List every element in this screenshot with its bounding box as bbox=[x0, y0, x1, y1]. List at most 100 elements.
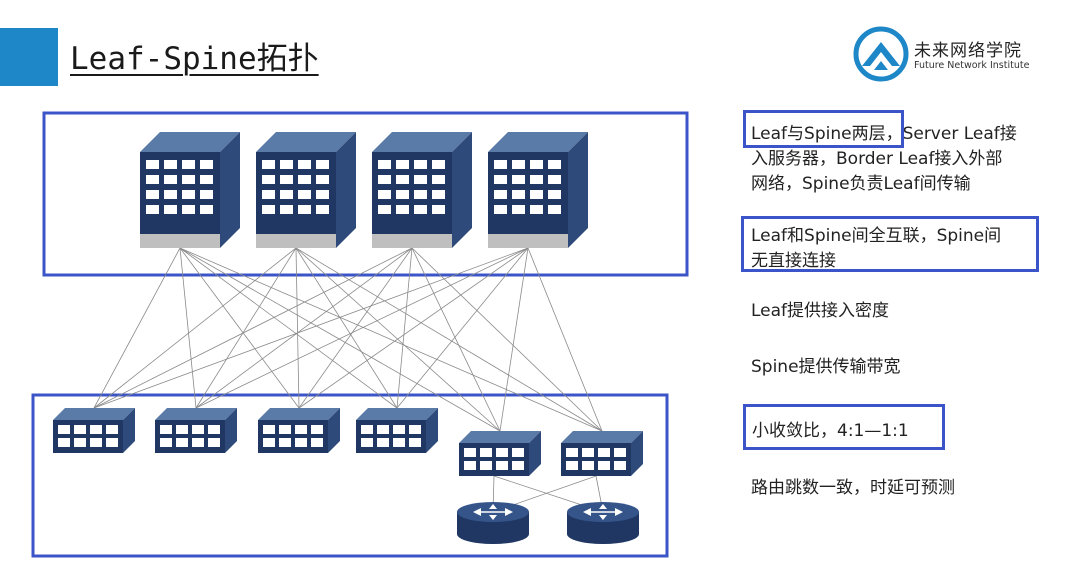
leaf-switch-icon bbox=[258, 408, 340, 453]
port-cell bbox=[377, 438, 389, 447]
port-cell bbox=[414, 190, 427, 199]
leaf-side-face bbox=[225, 408, 237, 453]
spine-switch-icon bbox=[488, 132, 588, 248]
mesh-link bbox=[195, 247, 413, 409]
port-cell bbox=[164, 190, 177, 199]
port-cell bbox=[74, 425, 86, 434]
mesh-link bbox=[93, 247, 181, 409]
port-cell bbox=[378, 175, 391, 184]
port-cell bbox=[262, 190, 275, 199]
port-cell bbox=[182, 175, 195, 184]
leaf-front-face bbox=[155, 420, 225, 453]
mesh-link bbox=[195, 247, 529, 409]
port-cell bbox=[316, 205, 329, 214]
port-cell bbox=[58, 425, 70, 434]
leaf-switch-icon bbox=[459, 431, 541, 476]
leaf-switch-icon bbox=[53, 408, 135, 453]
port-cell bbox=[192, 438, 204, 447]
port-cell bbox=[208, 425, 220, 434]
leaf-spine-diagram bbox=[31, 111, 689, 558]
spine-base bbox=[140, 234, 220, 248]
router-bottom bbox=[567, 524, 639, 544]
port-cell bbox=[280, 175, 293, 184]
port-cell bbox=[396, 160, 409, 169]
port-cell bbox=[548, 205, 561, 214]
leaf-top-face bbox=[155, 408, 237, 420]
port-cell bbox=[393, 425, 405, 434]
leaf-layer-frame bbox=[31, 393, 669, 558]
mesh-link bbox=[295, 247, 603, 432]
leaf-layer bbox=[53, 408, 643, 476]
port-cell bbox=[146, 175, 159, 184]
port-cell bbox=[146, 205, 159, 214]
arrow-down bbox=[489, 515, 497, 520]
leaf-front-face bbox=[356, 420, 426, 453]
note-oversubscription-highlight bbox=[743, 404, 945, 450]
port-cell bbox=[316, 190, 329, 199]
leaf-front-face bbox=[53, 420, 123, 453]
page-title: Leaf-Spine拓扑 bbox=[70, 41, 319, 77]
port-cell bbox=[200, 160, 213, 169]
port-cell bbox=[208, 438, 220, 447]
logo-name-cn: 未来网络学院 bbox=[914, 41, 1022, 61]
port-cell bbox=[200, 190, 213, 199]
leaf-top-face bbox=[258, 408, 340, 420]
leaf-side-face bbox=[426, 408, 438, 453]
port-cell bbox=[200, 205, 213, 214]
port-cell bbox=[614, 448, 626, 457]
spine-switch-icon bbox=[140, 132, 240, 248]
port-cell bbox=[494, 160, 507, 169]
port-cell bbox=[182, 205, 195, 214]
spine-side-face bbox=[452, 132, 472, 248]
port-cell bbox=[146, 160, 159, 169]
leaf-side-face bbox=[328, 408, 340, 453]
port-cell bbox=[496, 461, 508, 470]
port-cell bbox=[298, 175, 311, 184]
port-cell bbox=[262, 175, 275, 184]
spine-switch-icon bbox=[372, 132, 472, 248]
port-cell bbox=[311, 438, 323, 447]
border-router-group bbox=[457, 502, 639, 544]
note-full-mesh: Leaf和Spine间全互联，Spine间 无直接连接 bbox=[751, 226, 1002, 271]
port-cell bbox=[106, 425, 118, 434]
port-cell bbox=[377, 425, 389, 434]
arrow-down bbox=[599, 515, 607, 520]
port-cell bbox=[378, 205, 391, 214]
mesh-link bbox=[396, 247, 529, 409]
spine-side-face bbox=[336, 132, 356, 248]
port-cell bbox=[90, 438, 102, 447]
institute-logo: 未来网络学院 Future Network Institute bbox=[852, 26, 1052, 82]
port-cell bbox=[414, 160, 427, 169]
port-cell bbox=[409, 438, 421, 447]
port-cell bbox=[566, 448, 578, 457]
spine-top-face bbox=[372, 132, 472, 152]
spine-side-face bbox=[568, 132, 588, 248]
spine-base bbox=[488, 234, 568, 248]
title-accent-bar bbox=[0, 28, 58, 86]
mesh-link bbox=[93, 247, 529, 409]
port-cell bbox=[512, 175, 525, 184]
port-cell bbox=[146, 190, 159, 199]
port-cell bbox=[598, 461, 610, 470]
arrow-left bbox=[473, 508, 481, 516]
port-cell bbox=[160, 425, 172, 434]
spine-switch-icon bbox=[256, 132, 356, 248]
leaf-side-face bbox=[123, 408, 135, 453]
port-cell bbox=[480, 448, 492, 457]
leaf-top-face bbox=[53, 408, 135, 420]
spine-top-face bbox=[140, 132, 240, 152]
router-bottom bbox=[457, 524, 529, 544]
spine-base bbox=[256, 234, 336, 248]
mesh-link bbox=[179, 247, 603, 432]
port-cell bbox=[464, 448, 476, 457]
port-cell bbox=[396, 190, 409, 199]
port-cell bbox=[512, 461, 524, 470]
port-cell bbox=[262, 205, 275, 214]
port-cell bbox=[530, 205, 543, 214]
full-mesh-links bbox=[93, 247, 604, 513]
router-icon bbox=[457, 502, 529, 544]
port-cell bbox=[316, 160, 329, 169]
port-cell bbox=[464, 461, 476, 470]
mesh-link bbox=[295, 247, 398, 409]
port-cell bbox=[279, 425, 291, 434]
